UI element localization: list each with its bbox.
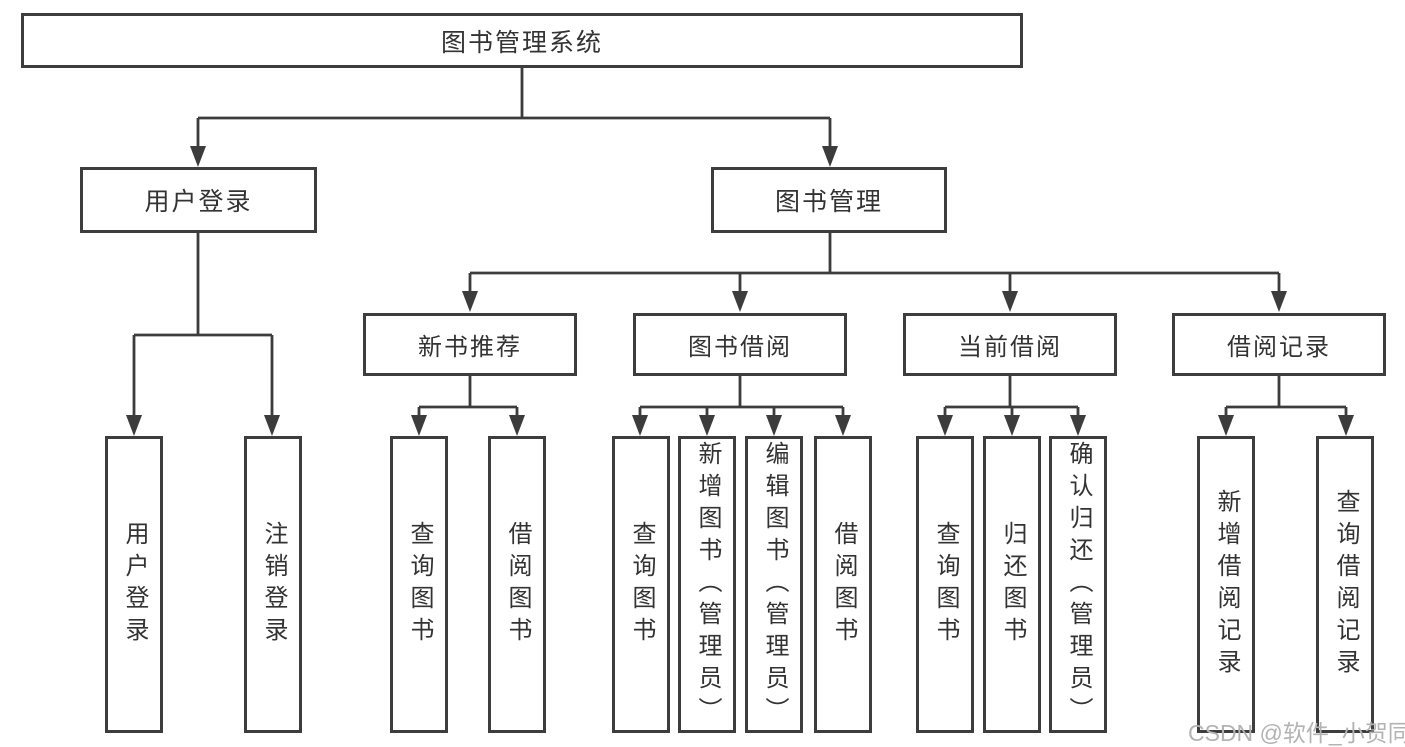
leaf-add-borrow-record-label: 新增借阅记录 <box>1213 488 1240 681</box>
leaf-confirm-return-admin: 确认归还（管理员） <box>1049 436 1107 733</box>
leaf-confirm-return-admin-label: 确认归还（管理员） <box>1065 440 1092 729</box>
node-root-label: 图书管理系统 <box>440 28 603 57</box>
leaf-add-borrow-record: 新增借阅记录 <box>1197 436 1255 733</box>
leaf-query-books-2: 查询图书 <box>612 436 670 733</box>
leaf-borrow-books-2: 借阅图书 <box>814 436 872 733</box>
node-current-borrow-label: 当前借阅 <box>958 334 1062 361</box>
node-book-borrow-label: 图书借阅 <box>688 334 792 361</box>
leaf-borrow-books-1-label: 借阅图书 <box>504 520 531 649</box>
node-user-login: 用户登录 <box>80 167 317 233</box>
leaf-logout: 注销登录 <box>244 436 302 733</box>
leaf-query-books-3: 查询图书 <box>916 436 974 733</box>
leaf-query-books-3-label: 查询图书 <box>932 520 959 649</box>
leaf-borrow-books-1: 借阅图书 <box>488 436 546 733</box>
leaf-query-books-1: 查询图书 <box>390 436 448 733</box>
node-book-borrow: 图书借阅 <box>633 313 847 376</box>
leaf-user-login: 用户登录 <box>105 436 163 733</box>
node-current-borrow: 当前借阅 <box>903 313 1117 376</box>
leaf-query-borrow-record: 查询借阅记录 <box>1316 436 1374 733</box>
leaf-edit-book-admin-label: 编辑图书（管理员） <box>761 440 788 729</box>
leaf-borrow-books-2-label: 借阅图书 <box>830 520 857 649</box>
node-borrow-records-label: 借阅记录 <box>1227 334 1331 361</box>
leaf-add-book-admin-label: 新增图书（管理员） <box>694 440 721 729</box>
leaf-logout-label: 注销登录 <box>260 520 287 649</box>
leaf-query-borrow-record-label: 查询借阅记录 <box>1332 488 1359 681</box>
leaf-query-books-1-label: 查询图书 <box>406 520 433 649</box>
arrowheads <box>126 146 1354 436</box>
node-book-management-label: 图书管理 <box>774 188 883 216</box>
leaf-user-login-label: 用户登录 <box>121 520 148 649</box>
node-new-book-recommend-label: 新书推荐 <box>418 334 522 361</box>
csdn-watermark: CSDN @软件_小贺同学 <box>1188 720 1405 746</box>
node-borrow-records: 借阅记录 <box>1172 313 1386 376</box>
node-new-book-recommend: 新书推荐 <box>363 313 577 376</box>
leaf-return-book: 归还图书 <box>983 436 1041 733</box>
leaf-query-books-2-label: 查询图书 <box>628 520 655 649</box>
node-book-management: 图书管理 <box>711 167 947 233</box>
leaf-edit-book-admin: 编辑图书（管理员） <box>745 436 803 733</box>
leaf-return-book-label: 归还图书 <box>999 520 1026 649</box>
node-root: 图书管理系统 <box>21 13 1023 68</box>
node-user-login-label: 用户登录 <box>144 188 253 216</box>
leaf-add-book-admin: 新增图书（管理员） <box>678 436 736 733</box>
